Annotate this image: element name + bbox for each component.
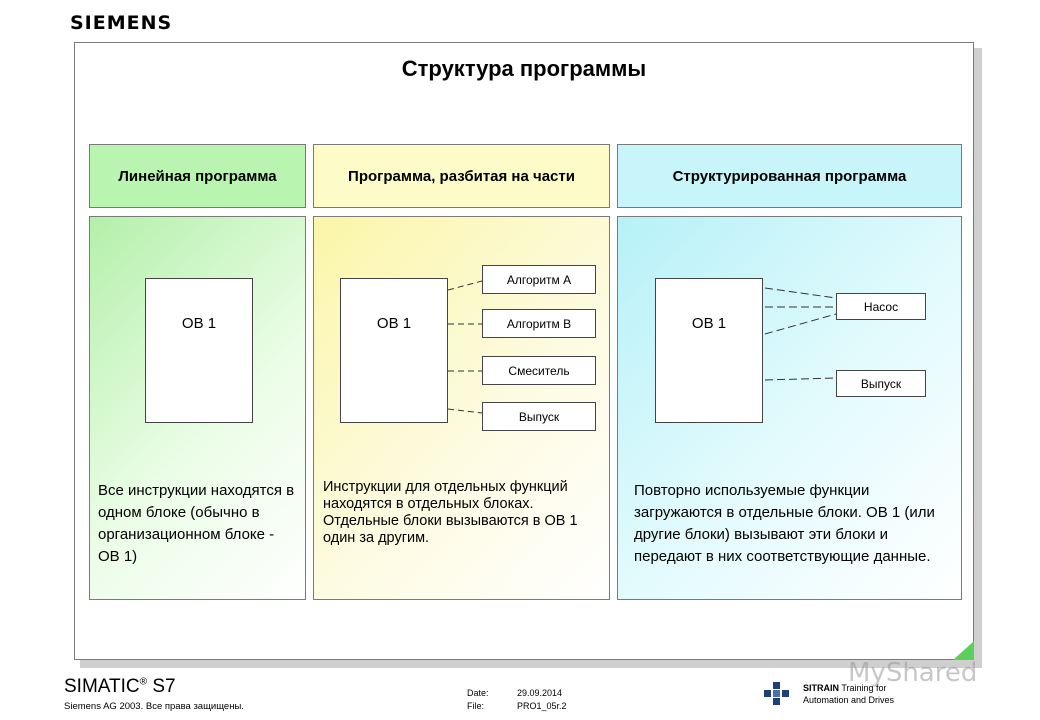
linear-header: Линейная программа bbox=[89, 144, 306, 208]
sitrain-text: SITRAIN Training for Automation and Driv… bbox=[803, 682, 894, 706]
block-algorithm-b: Алгоритм B bbox=[482, 309, 596, 338]
partitioned-header-label: Программа, разбитая на части bbox=[348, 167, 575, 185]
structured-ob1-block: OB 1 bbox=[655, 278, 763, 423]
structured-header-label: Структурированная программа bbox=[672, 167, 907, 185]
block-pump: Насос bbox=[836, 293, 926, 320]
block-algorithm-b-label: Алгоритм B bbox=[506, 316, 572, 331]
block-output-partitioned-label: Выпуск bbox=[518, 409, 560, 424]
simatic-label: SIMATIC bbox=[64, 676, 140, 697]
partitioned-ob1-block: OB 1 bbox=[340, 278, 448, 423]
siemens-logo: SIEMENS bbox=[70, 12, 173, 34]
linear-ob1-label: OB 1 bbox=[181, 315, 217, 332]
partitioned-description: Инструкции для отдельных функций находят… bbox=[323, 479, 578, 546]
date-label: Date: bbox=[467, 688, 489, 698]
structured-description: Повторно используемые функции загружаютс… bbox=[634, 482, 935, 565]
slide-title: Структура программы bbox=[401, 56, 647, 81]
partitioned-call-lines bbox=[448, 280, 483, 414]
simatic-s7-label: SIMATIC® S7 bbox=[64, 676, 176, 698]
block-algorithm-a: Алгоритм А bbox=[482, 265, 596, 294]
registered-mark: ® bbox=[139, 676, 148, 688]
s7-label: S7 bbox=[152, 676, 176, 697]
linear-ob1-block: OB 1 bbox=[145, 278, 253, 423]
file-label: File: bbox=[467, 701, 485, 711]
sitrain-line1: Training for bbox=[841, 683, 887, 693]
block-mixer: Смеситель bbox=[482, 356, 596, 385]
block-algorithm-a-label: Алгоритм А bbox=[506, 272, 572, 287]
partitioned-header: Программа, разбитая на части bbox=[313, 144, 610, 208]
block-output-structured-label: Выпуск bbox=[860, 376, 902, 391]
watermark: MyShared bbox=[848, 658, 978, 688]
file-value: PRO1_05r.2 bbox=[517, 701, 567, 711]
structured-ob1-label: OB 1 bbox=[691, 315, 727, 332]
date-value: 29.09.2014 bbox=[517, 688, 563, 698]
block-mixer-label: Смеситель bbox=[508, 363, 570, 378]
structured-header: Структурированная программа bbox=[617, 144, 962, 208]
block-output-structured: Выпуск bbox=[836, 370, 926, 397]
linear-header-label: Линейная программа bbox=[118, 167, 277, 185]
sitrain-logo-icon bbox=[764, 682, 789, 705]
sitrain-line2: Automation and Drives bbox=[803, 695, 895, 705]
linear-description: Все инструкции находятся в одном блоке (… bbox=[98, 482, 295, 565]
block-pump-label: Насос bbox=[863, 299, 899, 314]
structured-call-lines bbox=[764, 287, 837, 381]
copyright-text: Siemens AG 2003. Все права защищены. bbox=[64, 701, 244, 712]
corner-fold-icon bbox=[953, 641, 974, 660]
sitrain-name: SITRAIN bbox=[803, 683, 839, 693]
partitioned-ob1-label: OB 1 bbox=[376, 315, 412, 332]
block-output-partitioned: Выпуск bbox=[482, 402, 596, 431]
